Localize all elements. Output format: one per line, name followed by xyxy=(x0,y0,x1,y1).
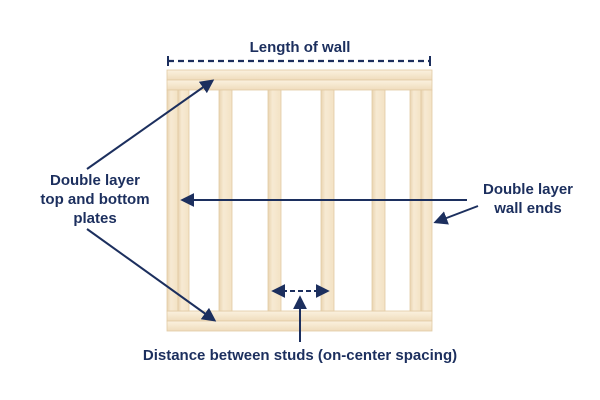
arrow-to-top-plate xyxy=(86,79,215,170)
wall-ends-label-line-1: Double layer xyxy=(482,181,574,198)
plates-label-line-1: Double layer xyxy=(49,172,141,189)
top-plate-lower xyxy=(166,79,433,91)
top-plate-upper xyxy=(166,69,433,81)
stud-spacing-dimension xyxy=(271,284,330,342)
double-layer-wall-ends-label: Double layer wall ends xyxy=(468,180,588,218)
plates-label-line-2: top and bottom xyxy=(40,191,150,208)
wall-ends-callout-arrows xyxy=(180,193,479,225)
plates-callout-arrows xyxy=(86,79,217,322)
wall-length-dimension xyxy=(167,56,431,66)
length-of-wall-text: Length of wall xyxy=(249,39,351,56)
arrow-to-right-wall-end xyxy=(433,205,479,225)
length-of-wall-label: Length of wall xyxy=(180,38,420,57)
arrow-to-bottom-plate xyxy=(86,228,217,322)
stud-spacing-label: Distance between studs (on-center spacin… xyxy=(60,346,540,365)
wall-ends-label-line-2: wall ends xyxy=(494,200,562,217)
double-layer-plates-label: Double layer top and bottom plates xyxy=(20,171,170,228)
plates-label-line-3: plates xyxy=(73,210,117,227)
stud-spacing-text: Distance between studs (on-center spacin… xyxy=(142,347,458,364)
